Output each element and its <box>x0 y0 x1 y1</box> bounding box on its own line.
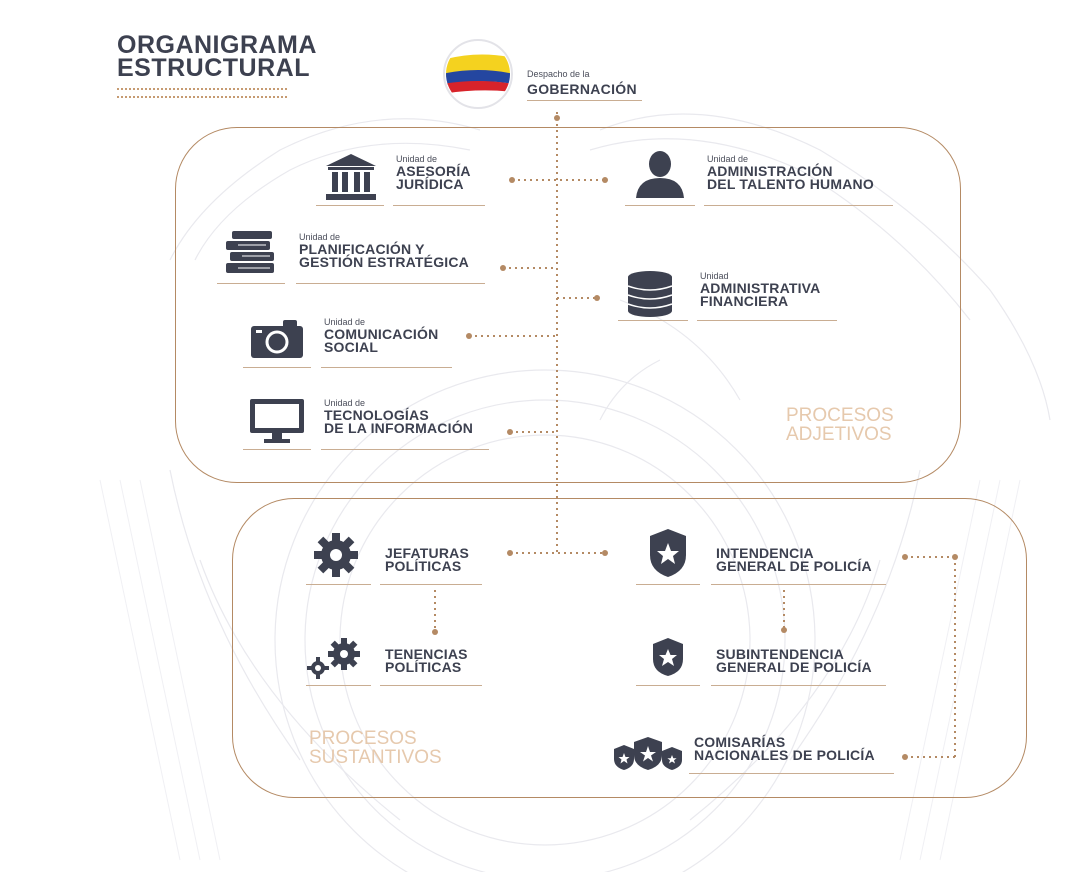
page-title-line1: ORGANIGRAMA <box>117 31 317 59</box>
camera-icon <box>249 318 305 360</box>
police-badge-small-icon <box>650 636 686 678</box>
flag-seal-icon <box>442 38 514 110</box>
procesos-adjetivos-label: PROCESOS ADJETIVOS <box>786 405 894 445</box>
courthouse-icon <box>324 152 378 202</box>
person-icon <box>632 148 688 200</box>
sustantivos-frame <box>232 498 1027 798</box>
header-subtitle: Despacho de la <box>527 69 590 79</box>
coins-icon <box>624 269 676 319</box>
gears-icon <box>304 636 364 680</box>
unit-subintendencia-general-policia: SUBINTENDENCIA GENERAL DE POLICÍA <box>716 646 872 675</box>
title-underline <box>117 88 287 98</box>
unit-tenencias-politicas: TENENCIAS POLÍTICAS <box>385 646 468 675</box>
header-underline <box>527 100 642 101</box>
unit-comisarias-nacionales-policia: COMISARÍAS NACIONALES DE POLICÍA <box>694 734 875 763</box>
police-badge-icon <box>646 527 690 579</box>
police-badges-icon <box>612 735 684 773</box>
unit-administracion-talento-humano: Unidad de ADMINISTRACIÓN DEL TALENTO HUM… <box>707 154 874 192</box>
unit-tecnologias-informacion: Unidad de TECNOLOGÍAS DE LA INFORMACIÓN <box>324 398 474 436</box>
unit-planificacion-gestion: Unidad de PLANIFICACIÓN Y GESTIÓN ESTRAT… <box>299 232 469 270</box>
unit-administrativa-financiera: Unidad ADMINISTRATIVA FINANCIERA <box>700 271 821 309</box>
books-icon <box>224 229 278 277</box>
gear-icon <box>312 531 360 579</box>
procesos-sustantivos-label: PROCESOS SUSTANTIVOS <box>309 728 442 768</box>
unit-intendencia-general-policia: INTENDENCIA GENERAL DE POLICÍA <box>716 545 872 574</box>
adjetivos-frame <box>175 127 961 483</box>
unit-asesoria-juridica: Unidad de ASESORÍA JURÍDICA <box>396 154 471 192</box>
monitor-icon <box>248 397 306 445</box>
unit-jefaturas-politicas: JEFATURAS POLÍTICAS <box>385 545 469 574</box>
header-title: GOBERNACIÓN <box>527 81 637 97</box>
page-title-line2: ESTRUCTURAL <box>117 54 310 82</box>
unit-comunicacion-social: Unidad de COMUNICACIÓN SOCIAL <box>324 317 439 355</box>
